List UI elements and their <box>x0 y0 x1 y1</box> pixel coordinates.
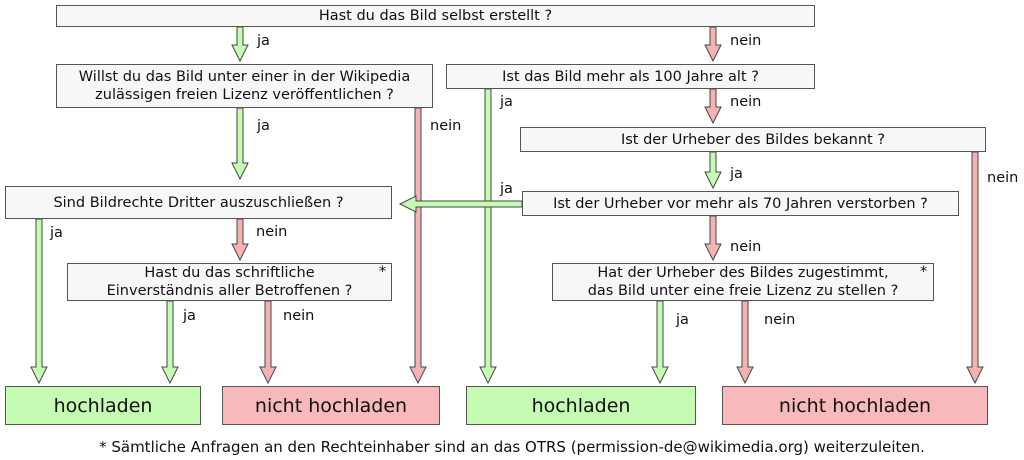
label-yes-7: ja <box>183 308 196 324</box>
label-yes-2: ja <box>257 118 270 134</box>
arrow-no-written-consent <box>259 300 277 385</box>
question-author-known-text: Ist der Urheber des Bildes bekannt ? <box>620 131 886 148</box>
arrow-no-author-died-70 <box>704 215 722 262</box>
arrow-yes-author-known <box>704 151 722 190</box>
outcome-upload-2-text: hochladen <box>531 394 631 417</box>
question-author-died-70-text: Ist der Urheber vor mehr als 70 Jahren v… <box>553 195 928 212</box>
question-author-agreed-line1: Hat der Urheber des Bildes zugestimmt, <box>597 265 889 281</box>
footnote-marker-consent: * <box>379 264 387 280</box>
label-no-8: nein <box>764 312 796 328</box>
arrow-yes-author-agreed <box>651 300 669 385</box>
question-third-party-text: Sind Bildrechte Dritter auszuschließen ? <box>53 194 344 211</box>
question-author-died-70: Ist der Urheber vor mehr als 70 Jahren v… <box>522 191 959 216</box>
label-yes-5: ja <box>500 181 513 197</box>
arrow-no-free-license <box>409 107 427 385</box>
label-yes-4: ja <box>730 166 743 182</box>
footnote-marker-agreed: * <box>920 264 928 280</box>
arrow-no-author-known <box>966 151 984 385</box>
question-author-agreed-line2: das Bild unter eine freie Lizenz zu stel… <box>587 283 899 299</box>
outcome-no-upload-2: nicht hochladen <box>722 386 988 425</box>
footnote: * Sämtliche Anfragen an den Rechteinhabe… <box>99 438 925 456</box>
label-no-1: nein <box>730 33 762 49</box>
question-free-license-line2: zulässigen freien Lizenz veröffentlichen… <box>95 87 394 103</box>
arrow-yes-author-died-70 <box>398 195 523 213</box>
question-author-agreed: Hat der Urheber des Bildes zugestimmt, d… <box>552 263 934 301</box>
arrow-no-author-agreed <box>736 300 754 385</box>
label-no-6: nein <box>730 239 762 255</box>
label-no-3: nein <box>730 94 762 110</box>
outcome-no-upload-2-text: nicht hochladen <box>778 394 932 417</box>
outcome-upload-1-text: hochladen <box>53 394 153 417</box>
question-free-license: Willst du das Bild unter einer in der Wi… <box>56 64 433 108</box>
label-no-4: nein <box>987 170 1019 186</box>
label-no-7: nein <box>283 308 315 324</box>
question-written-consent: Hast du das schriftliche Einverständnis … <box>67 263 392 301</box>
question-third-party: Sind Bildrechte Dritter auszuschließen ? <box>5 186 392 219</box>
question-written-consent-line1: Hast du das schriftliche <box>144 265 315 281</box>
label-no-5: nein <box>256 224 288 240</box>
label-yes-3: ja <box>500 94 513 110</box>
label-yes-1: ja <box>257 33 270 49</box>
outcome-no-upload-1-text: nicht hochladen <box>254 394 408 417</box>
outcome-no-upload-1: nicht hochladen <box>222 386 440 425</box>
label-yes-8: ja <box>676 312 689 328</box>
arrow-no-older-100 <box>704 88 722 125</box>
question-written-consent-line2: Einverständnis aller Betroffenen ? <box>106 283 353 299</box>
arrow-yes-written-consent <box>161 300 179 385</box>
arrow-yes-third-party <box>30 218 48 385</box>
question-author-known: Ist der Urheber des Bildes bekannt ? <box>520 127 986 152</box>
outcome-upload-2: hochladen <box>466 386 696 425</box>
question-self-created: Hast du das Bild selbst erstellt ? <box>56 5 815 27</box>
question-older-100-text: Ist das Bild mehr als 100 Jahre alt ? <box>502 68 759 85</box>
question-free-license-line1: Willst du das Bild unter einer in der Wi… <box>78 69 411 85</box>
question-older-100: Ist das Bild mehr als 100 Jahre alt ? <box>446 64 815 89</box>
arrow-yes-older-100 <box>479 88 497 385</box>
arrow-no-third-party <box>231 218 249 262</box>
arrow-yes-self-created <box>231 26 249 63</box>
label-no-2: nein <box>430 118 462 134</box>
question-self-created-text: Hast du das Bild selbst erstellt ? <box>318 8 553 24</box>
outcome-upload-1: hochladen <box>5 386 201 425</box>
arrow-no-self-created <box>704 26 722 63</box>
label-yes-6: ja <box>50 225 63 241</box>
arrow-yes-free-license <box>231 107 249 181</box>
